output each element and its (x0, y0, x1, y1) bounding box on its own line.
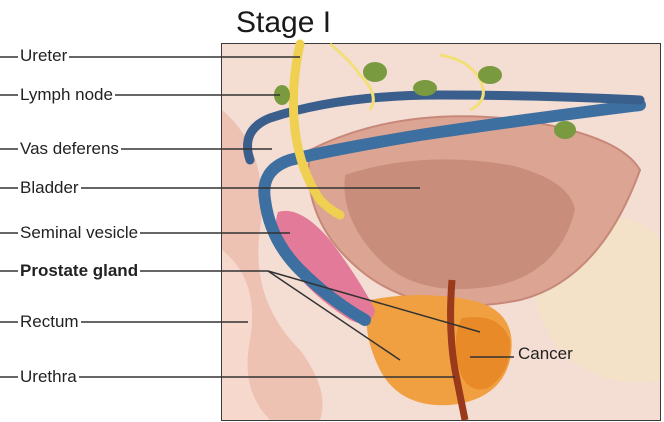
label-vas-deferens: Vas deferens (18, 139, 121, 159)
label-urethra: Urethra (18, 367, 79, 387)
lymph-node-4 (554, 121, 576, 139)
label-ureter: Ureter (18, 46, 69, 66)
label-rectum: Rectum (18, 312, 81, 332)
label-bladder: Bladder (18, 178, 81, 198)
label-lymph-node: Lymph node (18, 85, 115, 105)
diagram-title: Stage I (236, 6, 331, 40)
label-seminal-vesicle: Seminal vesicle (18, 223, 140, 243)
label-prostate-gland: Prostate gland (18, 261, 140, 281)
lymph-node-2 (413, 80, 437, 96)
lymph-node-1 (363, 62, 387, 82)
lymph-node-3 (478, 66, 502, 84)
label-cancer: Cancer (516, 344, 575, 364)
